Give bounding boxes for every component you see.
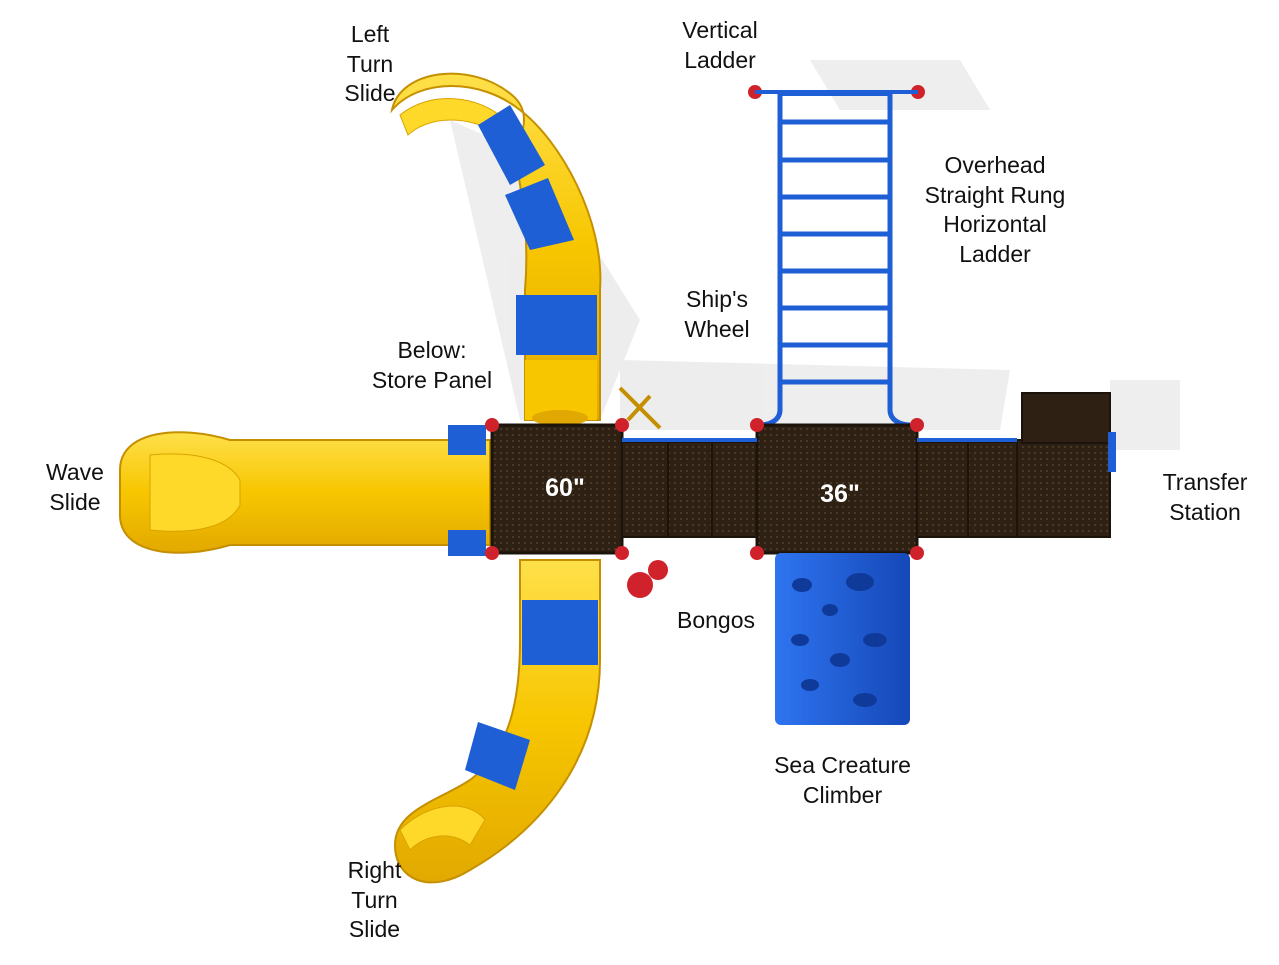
label-sea-creature-climber: Sea Creature Climber bbox=[774, 752, 911, 808]
label-ships-wheel: Ship's Wheel bbox=[684, 286, 750, 342]
label-bongos: Bongos bbox=[676, 607, 755, 633]
vertical-ladder bbox=[748, 85, 925, 99]
label-right-turn-slide: Right Turn Slide bbox=[347, 857, 402, 942]
label-wave-slide: Wave Slide bbox=[46, 459, 104, 515]
label-overhead-ladder: Overhead Straight Rung Horizontal Ladder bbox=[924, 152, 1066, 267]
bongos bbox=[627, 560, 668, 598]
wave-slide bbox=[119, 425, 491, 556]
deck-structure bbox=[490, 392, 1116, 555]
label-store-panel: Below: Store Panel bbox=[371, 337, 493, 393]
deck-36-label: 36" bbox=[820, 480, 860, 508]
right-turn-slide bbox=[393, 559, 601, 884]
left-turn-slide bbox=[390, 72, 602, 426]
label-transfer-station: Transfer Station bbox=[1162, 469, 1248, 525]
label-vertical-ladder: Vertical Ladder bbox=[682, 17, 758, 73]
post-clamps bbox=[485, 418, 924, 560]
label-left-turn-slide: Left Turn Slide bbox=[344, 21, 396, 106]
deck-60-label: 60" bbox=[545, 474, 585, 502]
sea-creature-climber bbox=[775, 553, 910, 725]
ships-wheel bbox=[618, 386, 662, 430]
